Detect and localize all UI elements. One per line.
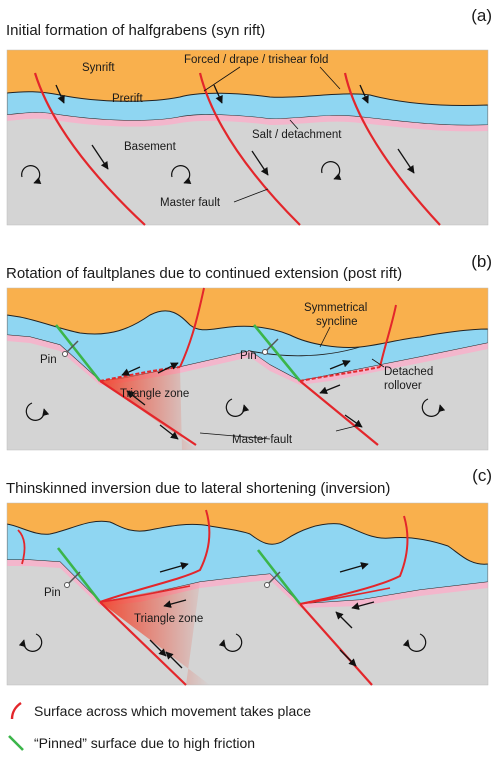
panel-c-letter: (c) xyxy=(472,466,492,485)
panel-c-title: Thinskinned inversion due to lateral sho… xyxy=(6,480,391,497)
prerift-label: Prerift xyxy=(112,93,143,105)
rotation-icon-1 xyxy=(21,165,42,184)
synrift-layer xyxy=(7,50,488,106)
pinned-surface-left xyxy=(54,324,102,382)
slip-arrow-1 xyxy=(91,144,109,170)
synrift-layer xyxy=(7,288,488,348)
master-fault-b-label: Master fault xyxy=(232,434,293,446)
panel-b-letter: (b) xyxy=(471,252,492,271)
master-fault-3 xyxy=(343,72,441,226)
master-fault-right xyxy=(299,380,379,446)
pin-left-label: Pin xyxy=(40,354,57,366)
slip-arrow-3 xyxy=(397,148,415,174)
rotation-icon-2 xyxy=(171,165,192,184)
red-fault-swatch-icon xyxy=(10,702,22,720)
panel-b-diagram: Pin Pin Triangle zone Symmetrical syncli… xyxy=(6,287,489,451)
listric-fault-left xyxy=(179,287,205,368)
panel-a-letter: (a) xyxy=(471,6,492,25)
triangle-zone-c-label: Triangle zone xyxy=(134,613,203,625)
legend-item-pinned: “Pinned” surface due to high friction xyxy=(6,733,255,753)
salt-label: Salt / detachment xyxy=(252,129,342,141)
hanging-wall-arrow-1 xyxy=(55,84,65,104)
master-fault-left xyxy=(99,380,197,446)
panel-b-title: Rotation of faultplanes due to continued… xyxy=(6,265,403,282)
synrift-label: Synrift xyxy=(82,62,115,74)
salt-layer xyxy=(7,112,488,132)
triangle-zone-label: Triangle zone xyxy=(120,388,189,400)
syncline-label-2: syncline xyxy=(316,316,358,328)
legend-label-movement: Surface across which movement takes plac… xyxy=(34,703,312,719)
slip-arrow-2 xyxy=(251,150,269,176)
green-pinned-swatch-icon xyxy=(8,735,24,751)
panel-a-title: Initial formation of halfgrabens (syn ri… xyxy=(6,22,266,39)
panel-c-diagram: Pin Triangle zone xyxy=(6,502,489,686)
pinned-surface-right xyxy=(252,324,302,382)
listric-fault-right xyxy=(379,304,397,368)
syncline-label-1: Symmetrical xyxy=(304,302,367,314)
legend-label-pinned: “Pinned” surface due to high friction xyxy=(34,735,256,751)
master-fault-label: Master fault xyxy=(160,197,221,209)
master-fault-1 xyxy=(33,72,146,226)
hanging-wall-arrow-3 xyxy=(359,84,369,104)
salt-layer xyxy=(7,335,488,385)
basement-label: Basement xyxy=(124,141,177,153)
rotation-icon-3 xyxy=(321,161,342,180)
hanging-wall-arrow-2 xyxy=(213,84,223,104)
rollover-label-1: Detached xyxy=(384,366,433,378)
panel-a-diagram: Synrift Prerift Basement Forced / drape … xyxy=(6,49,489,226)
rollover-label-2: rollover xyxy=(384,380,422,392)
forced-fold-label: Forced / drape / trishear fold xyxy=(184,54,328,66)
master-fault-2 xyxy=(198,72,301,226)
legend-item-movement: Surface across which movement takes plac… xyxy=(6,701,311,721)
detachment-right xyxy=(299,366,381,382)
pin-c-label: Pin xyxy=(44,587,61,599)
prerift-layer xyxy=(7,310,488,382)
pin-right-label: Pin xyxy=(240,350,257,362)
